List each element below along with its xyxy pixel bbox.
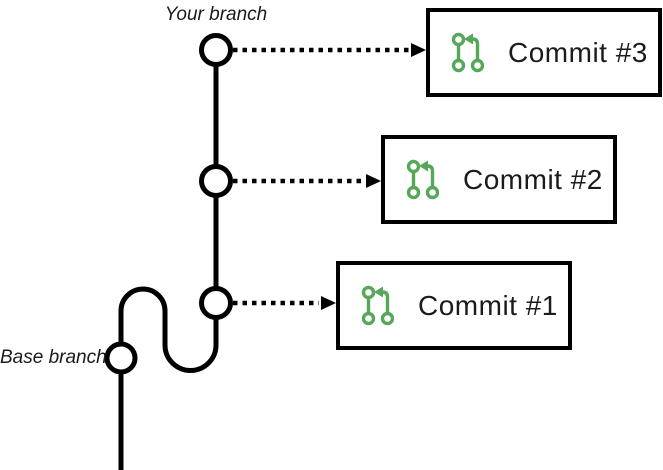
git-commit-icon xyxy=(361,285,394,326)
git-commit-icon xyxy=(451,32,484,73)
commit-card-1: Commit #1 xyxy=(336,261,572,350)
your-branch-node-middle xyxy=(199,164,233,198)
commit-label: Commit #3 xyxy=(508,36,648,68)
base-branch-node xyxy=(104,341,138,375)
arrowhead-commit-3 xyxy=(411,43,426,57)
git-commit-icon xyxy=(406,159,439,200)
commit-card-2: Commit #2 xyxy=(381,135,617,224)
commit-label: Commit #2 xyxy=(463,163,603,195)
your-branch-node-top xyxy=(199,33,233,67)
your-branch-node-bottom xyxy=(199,286,233,320)
base-branch-label: Base branch xyxy=(0,347,107,368)
commit-card-3: Commit #3 xyxy=(426,8,662,97)
your-branch-label: Your branch xyxy=(164,4,268,25)
arrowhead-commit-1 xyxy=(321,296,336,310)
arrowhead-commit-2 xyxy=(366,174,381,188)
base-branch-line xyxy=(118,286,219,470)
commit-label: Commit #1 xyxy=(418,289,558,321)
